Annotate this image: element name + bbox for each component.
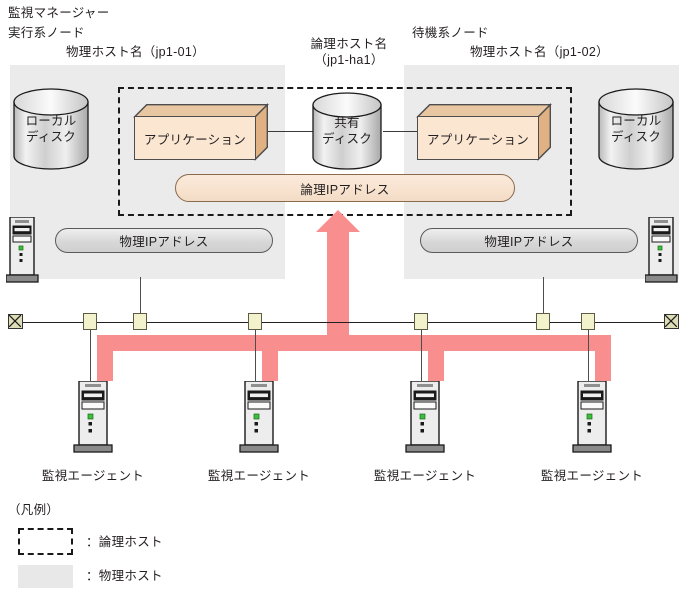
- flow-trunk-horizontal: [97, 335, 611, 351]
- droplink-standby-host-to-bus: [543, 277, 544, 322]
- application-box-standby: アプリケーション: [416, 103, 552, 161]
- agent-label-2: 監視エージェント: [207, 469, 311, 483]
- droplink-bus-to-agent-3: [421, 322, 422, 382]
- bus-tap-4: [414, 313, 428, 330]
- agent-tower-1: [73, 380, 113, 453]
- connector-standby-app-to-shared-disk: [383, 131, 445, 132]
- logical-host-name-value: （jp1-ha1）: [314, 53, 384, 67]
- standby-node-label: 待機系ノード: [412, 26, 489, 40]
- logical-ip-address-pill: 論理IPアドレス: [175, 174, 515, 202]
- droplink-active-host-to-bus: [140, 277, 141, 322]
- local-disk-active: ローカル ディスク: [13, 88, 89, 170]
- application-standby-label: アプリケーション: [417, 116, 539, 160]
- active-node-label: 実行系ノード: [8, 26, 85, 40]
- agent-tower-2: [239, 380, 279, 453]
- bus-terminator-right: [664, 314, 679, 329]
- droplink-bus-to-agent-4: [588, 322, 589, 382]
- bus-tap-2: [133, 313, 147, 330]
- active-physical-host-name: 物理ホスト名（jp1-01）: [66, 45, 205, 59]
- flow-stub-agent-1: [97, 335, 113, 381]
- logical-host-name-label: 論理ホスト名: [310, 37, 388, 51]
- agent-label-3: 監視エージェント: [373, 469, 477, 483]
- flow-arrow-shaft: [327, 228, 349, 346]
- legend-swatch-logical-host: [18, 528, 73, 555]
- bus-terminator-left: [8, 314, 23, 329]
- legend-label-logical-host: ：論理ホスト: [86, 535, 163, 549]
- flow-stub-agent-3: [428, 335, 444, 381]
- application-active-label: アプリケーション: [134, 116, 256, 160]
- bus-tap-5: [536, 313, 550, 330]
- standby-physical-host-name: 物理ホスト名（jp1-02）: [470, 45, 609, 59]
- physical-ip-address-active: 物理IPアドレス: [55, 228, 273, 253]
- manager-title: 監視マネージャー: [8, 6, 110, 20]
- network-bus-line: [22, 322, 670, 323]
- agent-label-4: 監視エージェント: [540, 469, 644, 483]
- manager-tower-right: [644, 216, 679, 283]
- droplink-bus-to-agent-1: [90, 322, 91, 382]
- droplink-bus-to-agent-2: [255, 322, 256, 382]
- logical-host-boundary: [118, 87, 572, 216]
- flow-arrow-head: [316, 210, 360, 232]
- flow-stub-agent-4: [595, 335, 611, 381]
- manager-tower-left: [5, 216, 40, 283]
- connector-active-app-to-shared-disk: [268, 131, 330, 132]
- bus-tap-3: [248, 313, 262, 330]
- bus-tap-6: [581, 313, 595, 330]
- legend-title: （凡例）: [8, 503, 60, 517]
- shared-disk: 共有 ディスク: [312, 92, 382, 170]
- application-box-active: アプリケーション: [133, 103, 269, 161]
- flow-stub-agent-2: [262, 335, 278, 381]
- local-disk-standby: ローカル ディスク: [598, 88, 674, 170]
- agent-tower-4: [572, 380, 612, 453]
- legend-swatch-physical-host: [18, 565, 73, 588]
- bus-tap-1: [83, 313, 97, 330]
- legend-label-physical-host: ：物理ホスト: [86, 569, 163, 583]
- agent-label-1: 監視エージェント: [41, 469, 145, 483]
- agent-tower-3: [405, 380, 445, 453]
- physical-ip-address-standby: 物理IPアドレス: [420, 228, 638, 253]
